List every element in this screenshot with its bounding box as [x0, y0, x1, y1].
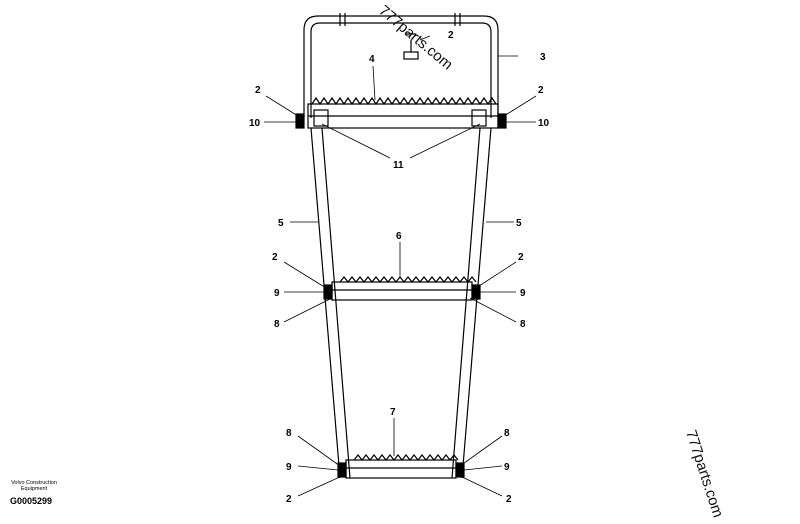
middle-step	[331, 281, 473, 301]
bolt-head	[403, 51, 419, 60]
watermark-top: 777parts.com	[375, 2, 456, 73]
callout-8-mid-right: 8	[520, 319, 526, 330]
callout-3: 3	[540, 52, 546, 63]
callout-4: 4	[369, 54, 375, 65]
handrail-loop-inner	[310, 22, 492, 118]
manufacturer-label: Volvo Construction Equipment	[2, 480, 66, 492]
callout-2-bot-right: 2	[506, 494, 512, 505]
watermark-right: 777parts.com	[682, 428, 726, 520]
callout-5-left: 5	[278, 218, 284, 229]
callout-8-mid-left: 8	[274, 319, 280, 330]
callout-9-bot-right: 9	[504, 462, 510, 473]
callout-10-left: 10	[249, 118, 261, 129]
callout-2-mid-right: 2	[518, 252, 524, 263]
callout-2-bot-left: 2	[286, 494, 292, 505]
callout-2-bolt: 2	[448, 30, 454, 41]
right-side-rail	[451, 127, 492, 479]
callout-labels: 2 3 4 2 2 10 10 11 5 5 6 2 2 9 9 8 8 7 8…	[249, 30, 550, 505]
handrail-loop	[303, 15, 499, 118]
callout-2-mid-left: 2	[272, 252, 278, 263]
callout-9-mid-left: 9	[274, 288, 280, 299]
bottom-step	[345, 459, 457, 479]
callout-5-right: 5	[516, 218, 522, 229]
callout-9-mid-right: 9	[520, 288, 526, 299]
left-side-rail	[310, 127, 351, 479]
callout-11: 11	[393, 160, 404, 171]
callout-2-top-left: 2	[255, 85, 261, 96]
manufacturer-line-1: Volvo Construction	[11, 480, 57, 486]
callout-9-bot-left: 9	[286, 462, 292, 473]
manufacturer-line-2: Equipment	[20, 486, 48, 492]
end-cap-mid-right	[471, 284, 481, 300]
leader-lines	[264, 35, 537, 497]
end-cap-top-right	[497, 113, 507, 129]
end-cap-bot-right	[455, 462, 465, 478]
end-cap-top-left	[295, 113, 305, 129]
callout-7: 7	[390, 407, 396, 418]
callout-6: 6	[396, 231, 402, 242]
callout-8-bot-right: 8	[504, 428, 510, 439]
callout-2-top-right: 2	[538, 85, 544, 96]
callout-8-bot-left: 8	[286, 428, 292, 439]
figure-code: G0005299	[10, 496, 53, 506]
callout-10-right: 10	[538, 118, 550, 129]
